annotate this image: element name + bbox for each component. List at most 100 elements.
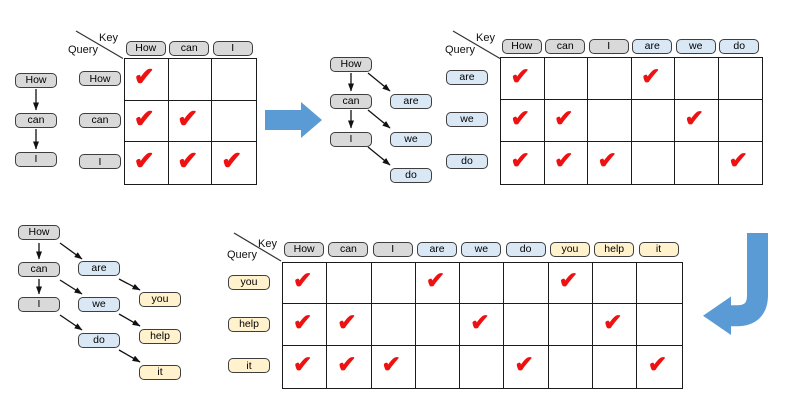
token-help: help (594, 242, 635, 257)
attention-cell (637, 304, 682, 347)
check-icon: ✔ (684, 104, 704, 131)
token-i: I (588, 39, 629, 54)
check-icon: ✔ (554, 104, 574, 131)
attention-cell: ✔ (212, 142, 256, 184)
attention-cell (371, 262, 416, 305)
token-i: I (330, 131, 372, 147)
check-icon: ✔ (510, 62, 530, 89)
edge-arrow-we-help (118, 313, 141, 327)
token-can: can (545, 39, 586, 54)
attention-cell: ✔ (631, 57, 675, 100)
query-label: Query (227, 249, 257, 261)
token-are: are (78, 261, 120, 276)
token-how: How (284, 242, 325, 257)
token-it: it (139, 365, 181, 380)
attention-cell: ✔ (637, 346, 681, 388)
attention-cell: ✔ (372, 346, 416, 388)
token-can: can (328, 242, 369, 257)
check-icon: ✔ (133, 63, 155, 92)
attention-cell: ✔ (460, 304, 505, 347)
attention-cell: ✔ (415, 262, 461, 305)
token-can: can (330, 94, 372, 109)
flow-arrow-right-icon (265, 102, 322, 138)
token-i: I (212, 41, 253, 56)
attention-cell (632, 141, 675, 184)
attention-cell: ✔ (588, 141, 632, 184)
attention-cell: ✔ (501, 99, 545, 142)
edge-arrow-i-do (59, 314, 83, 331)
check-icon: ✔ (381, 351, 401, 378)
key-query-divider (452, 30, 501, 60)
token-can: can (79, 112, 121, 128)
attention-grid-step2: ✔✔ ✔✔✔ ✔✔✔✔ (500, 56, 763, 185)
attention-cell (544, 57, 588, 100)
token-we: we (446, 112, 488, 127)
token-you: you (549, 242, 590, 257)
attention-cell (416, 346, 461, 388)
attention-cell (212, 59, 256, 101)
check-icon: ✔ (728, 147, 748, 173)
token-you: you (139, 292, 181, 307)
token-how: How (18, 225, 60, 240)
edge-arrow-how-are (59, 242, 83, 260)
attention-cell (504, 262, 549, 305)
check-icon: ✔ (425, 267, 446, 294)
attention-cell: ✔ (593, 304, 638, 347)
attention-grid-step1: ✔ ✔✔ ✔✔✔ (124, 58, 257, 185)
token-i: I (372, 242, 413, 257)
token-do: do (719, 39, 760, 54)
attention-cell: ✔ (719, 142, 763, 184)
attention-cell: ✔ (283, 346, 328, 388)
attention-cell: ✔ (125, 142, 169, 184)
token-how: How (330, 57, 372, 72)
token-help: help (228, 316, 270, 332)
attention-cell (593, 262, 638, 305)
attention-cell (675, 141, 719, 184)
check-icon: ✔ (641, 62, 661, 89)
attention-cell (327, 262, 372, 305)
token-do: do (390, 168, 432, 183)
key-label: Key (99, 32, 118, 44)
check-icon: ✔ (221, 146, 243, 175)
attention-cell: ✔ (548, 262, 594, 305)
attention-cell: ✔ (327, 304, 372, 347)
attention-cell (371, 304, 416, 347)
query-label: Query (445, 44, 475, 56)
attention-cell: ✔ (283, 304, 328, 347)
token-can: can (169, 41, 210, 56)
attention-grid-step3: ✔✔✔ ✔✔✔✔ ✔✔✔✔✔ (282, 261, 683, 389)
attention-cell (637, 263, 682, 305)
token-we: we (78, 297, 120, 312)
attention-cell: ✔ (125, 59, 169, 101)
edge-arrow-can-we (59, 279, 83, 295)
token-can: can (18, 262, 60, 277)
attention-cell (504, 304, 549, 347)
check-icon: ✔ (293, 351, 313, 378)
token-do: do (78, 333, 120, 348)
attention-cell: ✔ (544, 99, 588, 142)
attention-cell: ✔ (125, 100, 169, 142)
attention-cell (588, 57, 632, 100)
check-icon: ✔ (470, 309, 490, 336)
attention-cell (718, 100, 762, 142)
token-we: we (461, 242, 502, 257)
attention-cell: ✔ (283, 262, 328, 305)
token-it: it (638, 242, 679, 257)
key-query-divider (233, 232, 282, 262)
key-label: Key (476, 32, 495, 44)
attention-cell (460, 346, 505, 388)
key-query-divider (75, 30, 124, 60)
query-label: Query (68, 44, 98, 56)
token-you: you (228, 274, 270, 290)
check-icon: ✔ (177, 146, 199, 175)
edge-arrow-how-are (367, 72, 391, 92)
attention-cell (212, 101, 256, 142)
attention-cell (631, 99, 675, 142)
query-header-col: are we do (446, 57, 488, 183)
attention-cell: ✔ (501, 141, 545, 184)
token-are: are (390, 94, 432, 109)
attention-cell: ✔ (545, 141, 588, 184)
check-icon: ✔ (337, 309, 357, 336)
key-label: Key (258, 238, 277, 250)
